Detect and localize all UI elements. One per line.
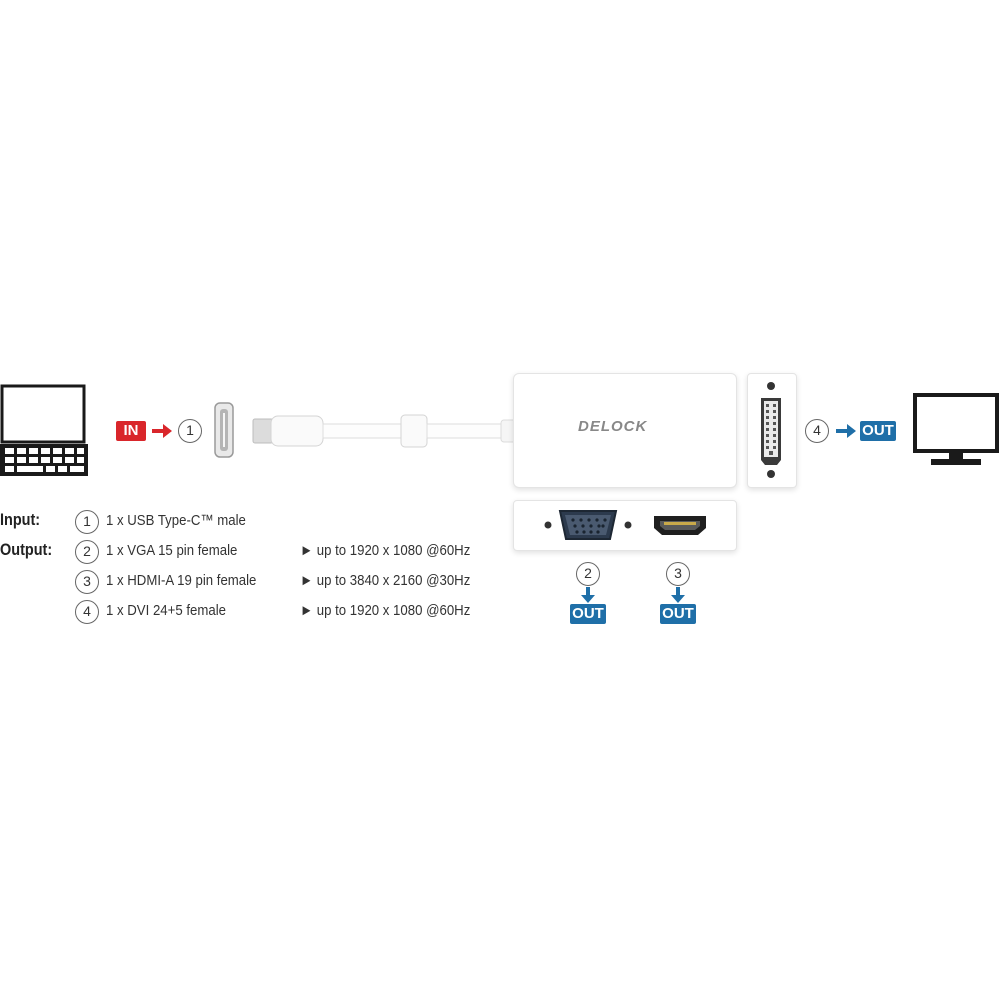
arrow-right-icon (152, 424, 172, 443)
port-number-4-diagram: 4 (805, 419, 829, 443)
adapter-body (513, 373, 737, 488)
hdmi-port-icon (650, 512, 710, 543)
legend-desc-1: 1 x USB Type-C™ male (106, 512, 246, 529)
out-badge-hdmi: OUT (660, 604, 696, 624)
dvi-port-icon (752, 378, 790, 487)
arrow-down-icon (581, 587, 595, 608)
legend-number-1: 1 (75, 510, 99, 534)
legend-number-3: 3 (75, 570, 99, 594)
output-label: Output: (0, 540, 53, 559)
monitor-icon (913, 393, 1000, 468)
port-number-2-diagram: 2 (576, 562, 600, 586)
arrow-down-icon (671, 587, 685, 608)
legend-desc-3: 1 x HDMI-A 19 pin female (106, 572, 257, 589)
usb-c-plug (205, 400, 525, 460)
legend-number-2: 2 (75, 540, 99, 564)
legend-desc-4: 1 x DVI 24+5 female (106, 602, 226, 619)
legend-res-2: ► up to 1920 x 1080 @60Hz (300, 542, 471, 559)
out-badge-vga: OUT (570, 604, 606, 624)
legend-desc-2: 1 x VGA 15 pin female (106, 542, 238, 559)
laptop-icon (0, 384, 90, 478)
port-number-3-diagram: 3 (666, 562, 690, 586)
vga-port-icon (538, 505, 638, 550)
legend-res-3: ► up to 3840 x 2160 @30Hz (300, 572, 471, 589)
out-badge-dvi: OUT (860, 421, 896, 441)
legend-res-4: ► up to 1920 x 1080 @60Hz (300, 602, 471, 619)
port-number-1: 1 (178, 419, 202, 443)
in-badge: IN (116, 421, 146, 441)
input-label: Input: (0, 510, 41, 529)
arrow-right-icon (836, 424, 856, 443)
brand-logo: DELOCK (578, 418, 648, 435)
legend-number-4: 4 (75, 600, 99, 624)
